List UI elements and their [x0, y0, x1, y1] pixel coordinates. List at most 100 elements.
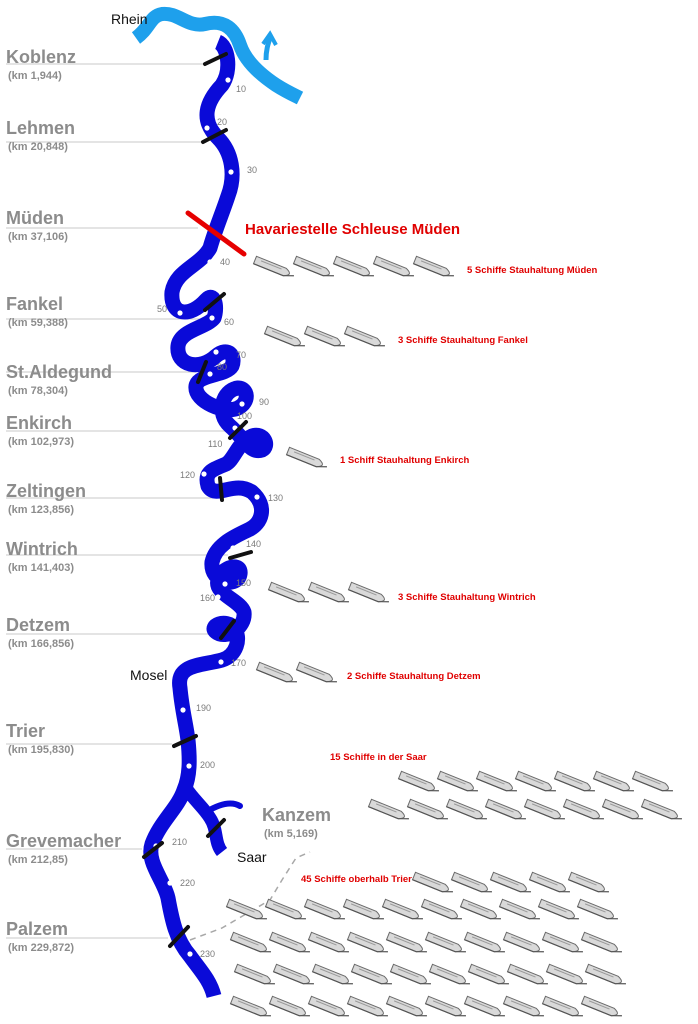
km-dot-70: [213, 349, 219, 355]
ship-group-7-ship-35: [584, 963, 629, 989]
km-dot-40: [207, 259, 213, 265]
km-dot-220: [167, 880, 173, 886]
ship-group-6-ship-15: [640, 798, 685, 824]
ship-group-6-ship-11: [484, 798, 529, 824]
km-label-80: 80: [217, 362, 227, 372]
ship-group-4-ship-1: [267, 581, 312, 607]
km-label-200: 200: [200, 760, 215, 770]
km-label-190: 190: [196, 703, 211, 713]
km-label-70: 70: [236, 350, 246, 360]
ship-group-7-ship-39: [346, 995, 391, 1021]
ship-group-7-ship-6: [225, 898, 270, 924]
lock-name-koblenz: Koblenz: [6, 47, 76, 67]
km-label-30: 30: [247, 165, 257, 175]
ship-group-7-ship-23: [502, 931, 547, 957]
km-dot-50: [177, 310, 183, 316]
lock-name-m-den: Müden: [6, 208, 64, 228]
km-label-110: 110: [208, 439, 222, 449]
ship-group-label-6: 15 Schiffe in der Saar: [330, 752, 427, 763]
km-dot-90: [239, 401, 245, 407]
rhein-label: Rhein: [111, 11, 148, 27]
lock-km-detzem: (km 166,856): [8, 638, 74, 650]
ship-group-7-ship-40: [385, 995, 430, 1021]
ship-group-6-ship-9: [406, 798, 451, 824]
lock-name-detzem: Detzem: [6, 615, 70, 635]
ship-group-7-ship-8: [303, 898, 348, 924]
ship-group-1-ship-4: [372, 255, 417, 281]
ship-group-7-ship-15: [576, 898, 621, 924]
ship-group-7-ship-5: [567, 871, 612, 897]
km-label-150: 150: [236, 578, 251, 588]
ship-group-7-ship-36: [229, 995, 274, 1021]
rhein-river: [131, 6, 304, 105]
km-label-20: 20: [217, 117, 227, 127]
ship-group-7-ship-31: [428, 963, 473, 989]
lock-name-fankel: Fankel: [6, 294, 63, 314]
km-label-50: 50: [157, 304, 167, 314]
lock-marker-lehmen: [201, 128, 228, 144]
lock-marker-kanzem: [206, 818, 226, 838]
ship-group-label-2: 3 Schiffe Stauhaltung Fankel: [398, 335, 528, 346]
km-label-10: 10: [236, 84, 246, 94]
lock-km-m-den: (km 37,106): [8, 231, 68, 243]
lock-name-kanzem: Kanzem: [262, 805, 331, 825]
ship-group-6-ship-1: [397, 770, 442, 796]
km-dot-120: [201, 471, 207, 477]
km-label-170: 170: [231, 658, 246, 668]
lock-km-lehmen: (km 20,848): [8, 141, 68, 153]
lock-marker-st-aldegund: [196, 360, 208, 384]
ship-group-5-ship-1: [255, 661, 300, 687]
ship-group-7-ship-42: [463, 995, 508, 1021]
ship-group-1-ship-3: [332, 255, 377, 281]
km-label-130: 130: [268, 493, 283, 503]
ship-group-label-5: 2 Schiffe Stauhaltung Detzem: [347, 671, 481, 682]
saar-river: [180, 784, 228, 857]
ship-group-7-ship-44: [541, 995, 586, 1021]
km-labels: 1020304050607080901001101201301401501601…: [157, 84, 283, 959]
lock-marker-palzem: [168, 925, 190, 948]
ship-group-7-ship-7: [264, 898, 309, 924]
lock-km-enkirch: (km 102,973): [8, 436, 74, 448]
lock-marker-detzem: [219, 619, 236, 640]
ship-group-7-ship-1: [411, 871, 456, 897]
ship-group-label-1: 5 Schiffe Stauhaltung Müden: [467, 265, 598, 276]
lock-name-st-aldegund: St.Aldegund: [6, 362, 112, 382]
ship-group-7-ship-19: [346, 931, 391, 957]
lock-marker-fankel: [203, 292, 226, 312]
ship-group-7-ship-30: [389, 963, 434, 989]
km-dot-160: [215, 594, 221, 600]
ship-group-7-ship-18: [307, 931, 352, 957]
ship-group-6-ship-8: [367, 798, 412, 824]
km-label-220: 220: [180, 878, 195, 888]
ship-group-7-ship-9: [342, 898, 387, 924]
lock-km-kanzem: (km 5,169): [264, 828, 318, 840]
ship-group-7-ship-4: [528, 871, 573, 897]
km-dot-200: [186, 763, 192, 769]
ship-group-7-ship-22: [463, 931, 508, 957]
ship-group-1-ship-2: [292, 255, 337, 281]
km-dot-30: [228, 169, 234, 175]
ship-group-7-ship-17: [268, 931, 313, 957]
km-label-160: 160: [200, 593, 215, 603]
km-dot-80: [207, 371, 213, 377]
lock-markers: [142, 52, 253, 948]
ship-group-7-ship-32: [467, 963, 512, 989]
ship-group-4-ship-3: [347, 581, 392, 607]
ship-group-6-ship-2: [436, 770, 481, 796]
km-dot-10: [225, 77, 231, 83]
saar-tributary: [203, 800, 243, 815]
km-label-100: 100: [237, 411, 252, 421]
km-label-140: 140: [246, 539, 261, 549]
ship-group-7-ship-28: [311, 963, 356, 989]
km-dot-20: [204, 125, 210, 131]
ship-group-1-ship-1: [252, 255, 297, 281]
km-label-120: 120: [180, 470, 195, 480]
ship-group-3-ship-1: [285, 446, 330, 472]
ship-group-1-ship-5: [412, 255, 457, 281]
ship-group-7-ship-38: [307, 995, 352, 1021]
lock-labels: Koblenz(km 1,944)Lehmen(km 20,848)Müden(…: [6, 47, 331, 954]
ship-group-7-ship-16: [229, 931, 274, 957]
km-dot-110: [225, 439, 231, 445]
lock-marker-trier: [172, 734, 198, 748]
ship-group-label-7: 45 Schiffe oberhalb Trier: [301, 874, 412, 885]
